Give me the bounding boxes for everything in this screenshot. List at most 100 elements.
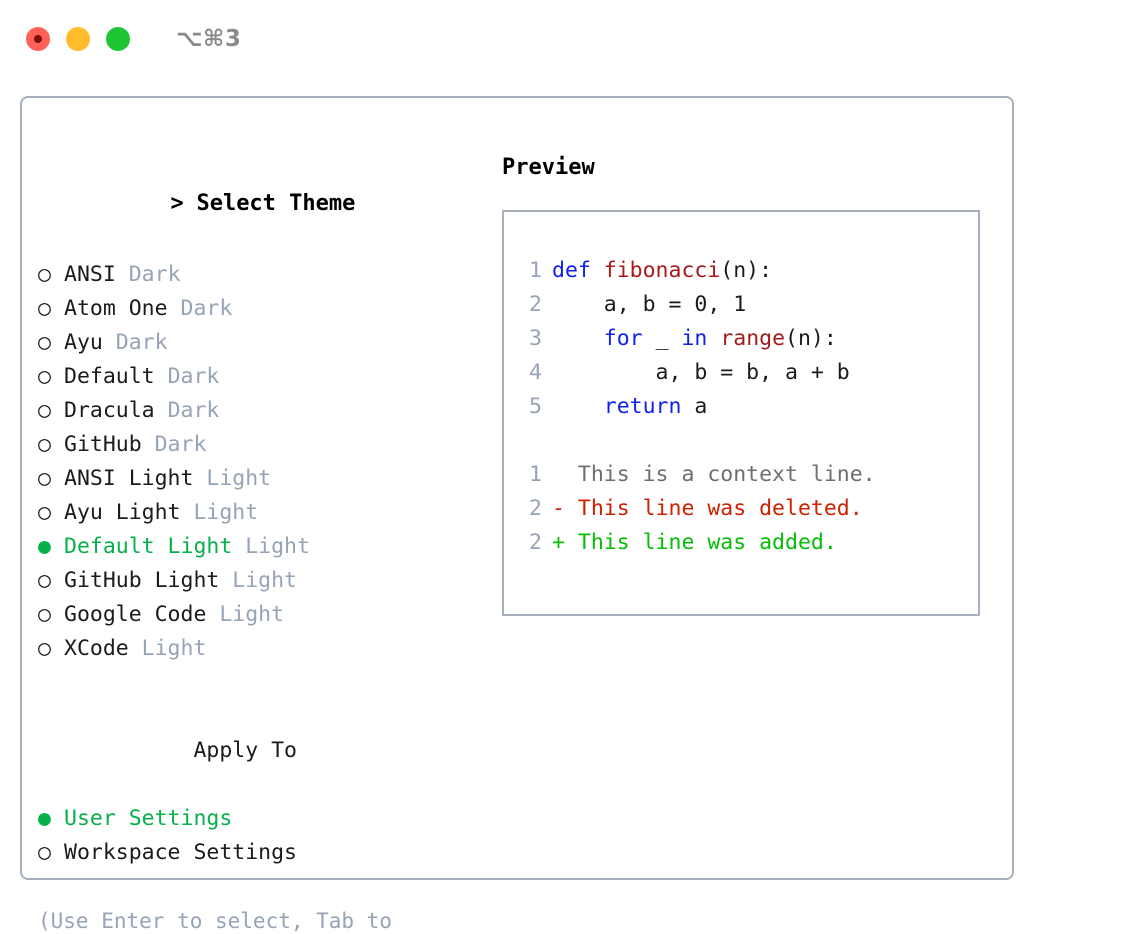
theme-option-label: Default Light <box>64 534 246 559</box>
code-text <box>552 394 604 419</box>
close-button[interactable] <box>26 27 50 51</box>
theme-option-label: Ayu <box>64 330 116 355</box>
line-number: 3 <box>529 326 542 351</box>
theme-option-category: Dark <box>154 432 207 457</box>
theme-option-category: Dark <box>167 364 220 389</box>
theme-option-category: Light <box>206 466 272 491</box>
theme-option-category: Light <box>245 534 310 559</box>
code-text: (n): <box>720 258 773 283</box>
theme-option-xcode[interactable]: ○ XCode Light <box>38 632 492 666</box>
theme-option-category: Dark <box>180 296 233 321</box>
apply-to-indent <box>167 734 193 768</box>
theme-option-category: Dark <box>167 398 220 423</box>
diff-sample: 1 This is a context line. 2 - This line wa… <box>504 458 978 560</box>
spacer <box>504 424 978 458</box>
radio-unselected-icon: ○ <box>38 602 51 627</box>
theme-option-label: GitHub <box>64 432 155 457</box>
theme-option-label: Atom One <box>64 296 181 321</box>
theme-option-default[interactable]: ○Default Dark <box>38 360 492 394</box>
theme-option-github[interactable]: ○ GitHub Dark <box>38 428 492 462</box>
maximize-button[interactable] <box>106 27 130 51</box>
radio-unselected-icon: ○ <box>38 432 51 457</box>
theme-option-category: Light <box>193 500 259 525</box>
code-keyword: def <box>552 258 604 283</box>
radio-selected-icon: ● <box>38 806 51 831</box>
radio-unselected-icon: ○ <box>38 398 51 423</box>
diff-line-ctx: 1 This is a context line. <box>504 458 978 492</box>
theme-option-dracula[interactable]: ○ Dracula Dark <box>38 394 492 428</box>
theme-option-label: Dracula <box>64 398 168 423</box>
code-text: a <box>681 394 708 419</box>
keyboard-hint: (Use Enter to select, Tab to change focu… <box>38 909 393 933</box>
code-text <box>707 326 720 351</box>
theme-list: ○ANSI Dark○Atom One Dark○Ayu Dark○Defaul… <box>38 258 492 666</box>
diff-line-text: This is a context line. <box>552 462 876 487</box>
theme-option-category: Light <box>141 636 207 661</box>
code-line: 3 for _ in range(n): <box>504 322 978 356</box>
title-bar: ⌥⌘3 <box>0 0 1140 78</box>
code-function-name: range <box>720 326 786 351</box>
apply-to-options: ● User Settings ○ Workspace Settings <box>38 802 492 870</box>
radio-unselected-icon: ○ <box>38 500 51 525</box>
code-text <box>552 326 604 351</box>
radio-unselected-icon: ○ <box>38 296 51 321</box>
line-number: 1 <box>529 462 542 487</box>
code-text: _ <box>642 326 682 351</box>
radio-unselected-icon: ○ <box>38 636 51 661</box>
code-text: a, b = 0, 1 <box>552 292 747 317</box>
main-panel: > Select Theme ○ANSI Dark○Atom One Dark○… <box>20 96 1014 933</box>
diff-line-add: 2+ This line was added. <box>504 526 978 560</box>
theme-option-github-light[interactable]: ○GitHub Light Light <box>38 564 492 598</box>
code-function-name: fibonacci <box>603 258 721 283</box>
theme-option-category: Dark <box>128 262 181 287</box>
theme-option-ansi-light[interactable]: ○ANSI Light Light <box>38 462 492 496</box>
prompt-caret-icon: > <box>170 191 197 216</box>
diff-line-del: 2 - This line was deleted. <box>504 492 978 526</box>
theme-option-ayu[interactable]: ○ Ayu Dark <box>38 326 492 360</box>
apply-to-option-user-settings[interactable]: ● User Settings <box>38 802 492 836</box>
code-text: a, b = b, a + b <box>552 360 850 385</box>
line-number: 2 <box>529 292 542 317</box>
theme-option-label: Ayu Light <box>64 500 194 525</box>
radio-unselected-icon: ○ <box>38 330 51 355</box>
theme-selector-pane: > Select Theme ○ANSI Dark○Atom One Dark○… <box>22 98 492 933</box>
theme-option-label: XCode <box>64 636 142 661</box>
theme-option-label: ANSI Light <box>64 466 207 491</box>
radio-unselected-icon: ○ <box>38 568 51 593</box>
diff-line-text: + This line was added. <box>552 530 837 555</box>
recording-dot-icon <box>34 35 42 43</box>
theme-option-default-light[interactable]: ●Default Light Light <box>38 530 492 564</box>
spacer <box>38 666 492 700</box>
code-line: 2 a, b = 0, 1 <box>504 288 978 322</box>
theme-option-label: GitHub Light <box>64 568 233 593</box>
theme-option-label: Google Code <box>64 602 220 627</box>
radio-unselected-icon: ○ <box>38 262 51 287</box>
line-number: 2 <box>529 496 542 521</box>
code-line: 5 return a <box>504 390 978 424</box>
apply-to-option-workspace-settings[interactable]: ○ Workspace Settings <box>38 836 492 870</box>
window-title: ⌥⌘3 <box>176 26 242 52</box>
minimize-button[interactable] <box>66 27 90 51</box>
window-controls <box>26 27 130 51</box>
theme-option-ayu-light[interactable]: ○ Ayu Light Light <box>38 496 492 530</box>
theme-option-ansi[interactable]: ○ANSI Dark <box>38 258 492 292</box>
theme-option-google-code[interactable]: ○Google Code Light <box>38 598 492 632</box>
theme-option-atom-one[interactable]: ○ Atom One Dark <box>38 292 492 326</box>
apply-to-heading: Apply To <box>38 700 492 802</box>
diff-line-text: - This line was deleted. <box>552 496 863 521</box>
code-keyword: for <box>603 326 643 351</box>
code-text: (n): <box>785 326 837 351</box>
theme-option-label: Default <box>64 364 168 389</box>
line-number: 5 <box>529 394 542 419</box>
apply-to-option-label: Workspace Settings <box>64 840 297 865</box>
code-keyword: return <box>603 394 682 419</box>
radio-unselected-icon: ○ <box>38 840 51 865</box>
apply-to-heading-label: Apply To <box>193 738 298 763</box>
select-theme-heading-label: Select Theme <box>196 191 356 216</box>
apply-to-option-label: User Settings <box>64 806 233 831</box>
theme-option-category: Dark <box>115 330 168 355</box>
